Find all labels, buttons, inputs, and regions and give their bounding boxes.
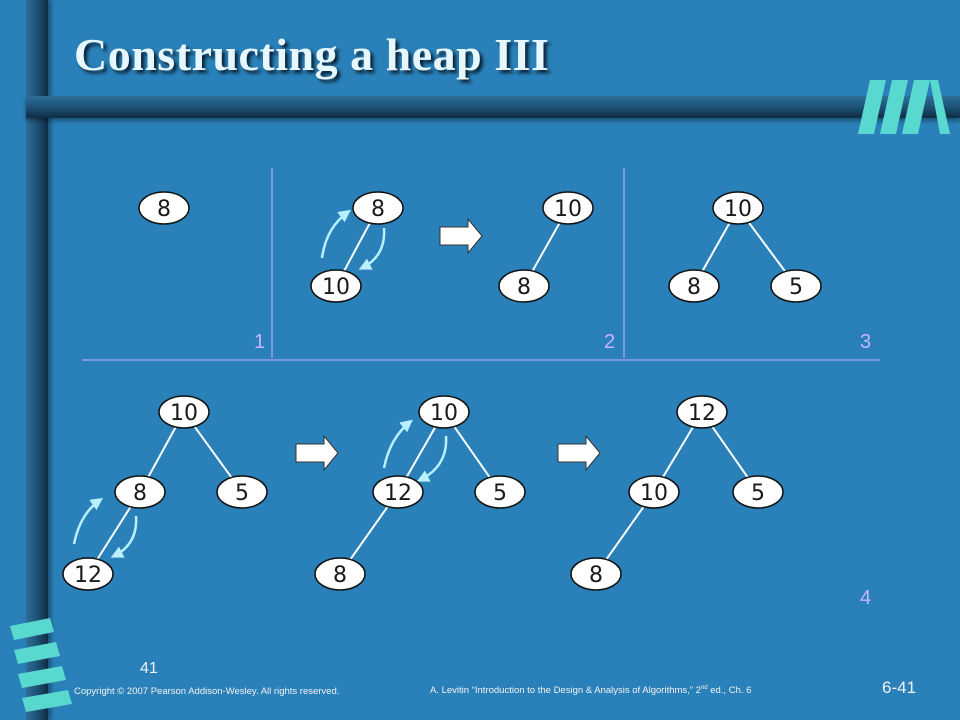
heap-node-label: 10 (640, 481, 668, 506)
frame-vertical-bar (26, 0, 48, 720)
heap-node-label: 8 (371, 197, 385, 222)
slide-page-number: 41 (140, 660, 158, 677)
heap-node-label: 10 (430, 401, 458, 426)
tree-edge (452, 424, 492, 480)
heap-node (712, 191, 764, 225)
heap-node-label: 8 (157, 197, 171, 222)
heap-node-label: 12 (74, 563, 102, 588)
heap-node-label: 5 (751, 481, 765, 506)
heap-node (770, 269, 822, 303)
heap-node-label: 8 (589, 563, 603, 588)
transition-arrow-icon (557, 434, 601, 472)
tree-edge (405, 425, 437, 479)
step-number: 3 (860, 331, 871, 353)
tree-edge (342, 221, 372, 273)
heap-node (418, 395, 470, 429)
heap-node (372, 475, 424, 509)
tree-edge (700, 221, 732, 273)
heap-node (138, 191, 190, 225)
transition-arrow-icon (295, 434, 339, 472)
heap-node (314, 557, 366, 591)
heap-node (352, 191, 404, 225)
heap-node (668, 269, 720, 303)
heap-node (570, 557, 622, 591)
tree-edge (710, 424, 750, 480)
heap-node-label: 5 (789, 275, 803, 300)
heap-node (628, 475, 680, 509)
decorative-stripes-icon (10, 618, 72, 712)
heap-node-label: 10 (322, 275, 350, 300)
step-number: 1 (254, 331, 265, 353)
step-number: 4 (860, 587, 871, 609)
heap-node (676, 395, 728, 429)
swap-down-arrow-icon (358, 227, 386, 270)
tree-edge (95, 504, 133, 562)
tree-edge (146, 425, 178, 479)
heap-node-label: 8 (517, 275, 531, 300)
heap-node-label: 5 (493, 481, 507, 506)
copyright-notice: Copyright © 2007 Pearson Addison-Wesley.… (74, 686, 340, 697)
slide-title: Constructing a heap III (74, 29, 550, 80)
swap-down-arrow-icon (416, 435, 448, 482)
heap-node (216, 475, 268, 509)
heap-node-label: 5 (235, 481, 249, 506)
tree-edge (604, 504, 646, 562)
step-number: 2 (604, 331, 615, 353)
tree-edge (348, 504, 390, 562)
heap-node-label: 8 (133, 481, 147, 506)
heap-node (498, 269, 550, 303)
transition-arrow-icon (439, 217, 483, 255)
heap-node (158, 395, 210, 429)
book-citation: A. Levitin “Introduction to the Design &… (430, 685, 752, 697)
heap-node (114, 475, 166, 509)
swap-up-arrow-icon (382, 419, 413, 469)
heap-node-label: 8 (687, 275, 701, 300)
swap-down-arrow-icon (110, 515, 138, 558)
heap-node (310, 269, 362, 303)
swap-up-arrow-icon (72, 497, 104, 545)
decorative-logo-icon (858, 80, 950, 134)
heap-node (732, 475, 784, 509)
heap-node-label: 10 (724, 197, 752, 222)
heap-node-label: 10 (554, 197, 582, 222)
frame-horizontal-bar (26, 96, 960, 118)
heap-node-label: 8 (333, 563, 347, 588)
heap-node (474, 475, 526, 509)
heap-node-label: 12 (688, 401, 716, 426)
tree-edge (192, 424, 234, 480)
tree-edge (661, 425, 695, 479)
slide-id: 6-41 (882, 678, 917, 697)
tree-edge (530, 221, 562, 273)
heap-node-label: 12 (384, 481, 412, 506)
heap-node-label: 10 (170, 401, 198, 426)
heap-node (62, 557, 114, 591)
tree-edge (746, 220, 788, 274)
swap-up-arrow-icon (320, 209, 352, 259)
heap-node (542, 191, 594, 225)
